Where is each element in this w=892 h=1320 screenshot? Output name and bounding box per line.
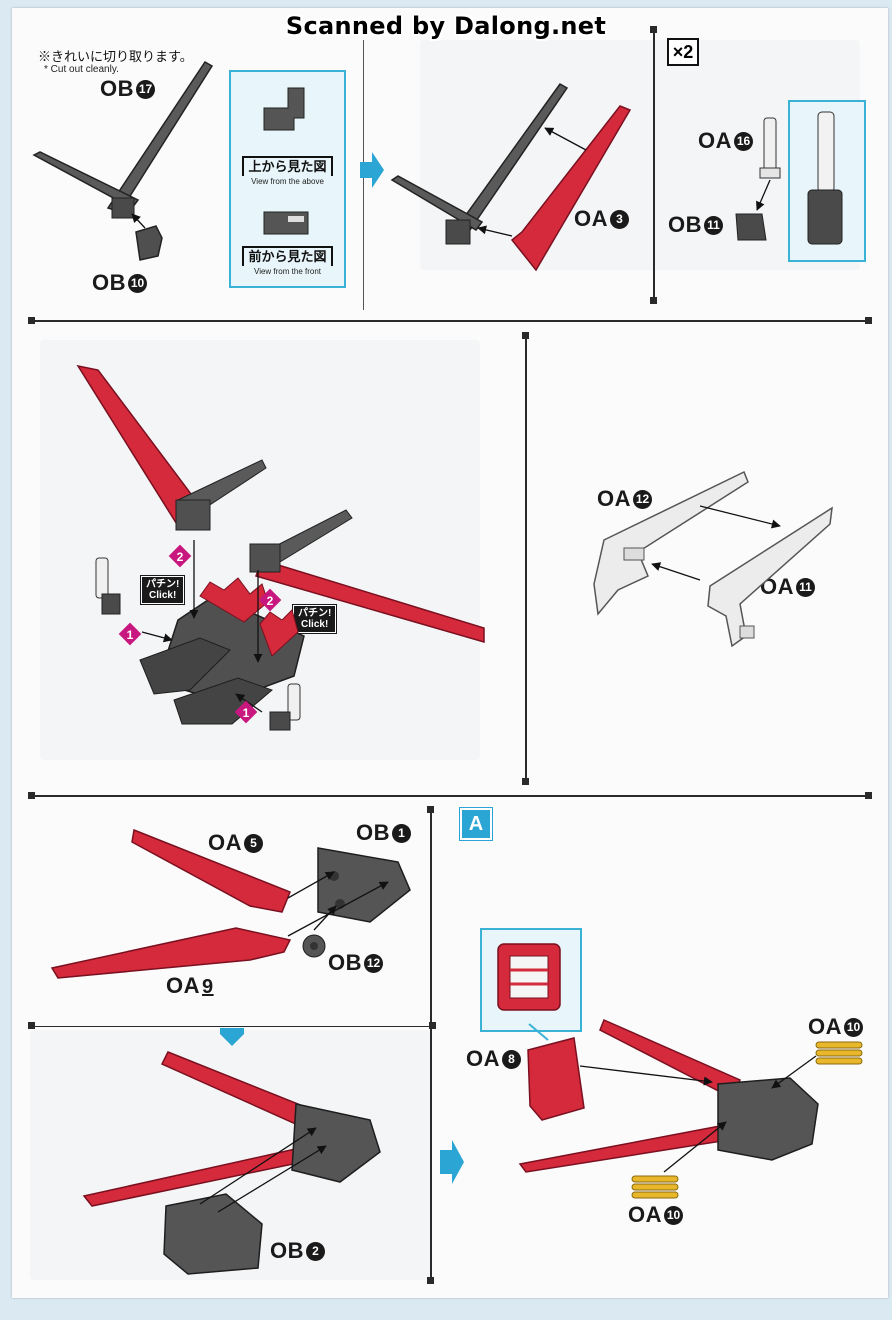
booster-body: [139, 577, 305, 725]
view-front-jp: 前から見た図: [242, 246, 333, 266]
wing-right-upper: [249, 509, 485, 643]
view-front-caption: 前から見た図 View from the front: [237, 246, 338, 276]
cut-note-jp: ※きれいに切り取ります。: [38, 49, 193, 64]
spring-bottom: [631, 1175, 679, 1199]
order-num-1: 1: [127, 628, 134, 642]
column-divider: [522, 332, 529, 785]
section-divider: [28, 792, 872, 799]
part-oa16: [759, 117, 781, 179]
sub-step-badge: A: [460, 808, 492, 840]
order-num-1: 1: [243, 706, 250, 720]
order-badge-2-right: [258, 588, 282, 612]
wing-left-upper: [76, 364, 267, 531]
part-ob10: [135, 225, 163, 261]
spring-top: [815, 1041, 863, 1065]
part-oa9: [50, 927, 292, 979]
column-divider: [427, 806, 434, 1284]
column-divider: [650, 26, 657, 304]
order-num-2: 2: [267, 594, 274, 608]
next-step-arrow: [440, 1140, 464, 1184]
down-step-arrow: [220, 1028, 244, 1046]
quantity-badge: ×2: [667, 38, 699, 66]
view-front-shape: [263, 211, 309, 235]
closeup-peg: [807, 111, 843, 245]
wing-assembly-2: [82, 1051, 381, 1207]
part-oa12: [593, 470, 749, 616]
oa8-detail-shape: [497, 943, 561, 1011]
view-top-caption: 上から見た図 View from the above: [237, 156, 338, 186]
part-oa5: [131, 828, 291, 913]
view-top-shape: [263, 87, 305, 131]
part-ob17: [32, 61, 214, 219]
click-tag-left: パチン!Click!: [141, 576, 185, 604]
view-top-en: View from the above: [251, 177, 324, 186]
next-step-arrow: [360, 152, 384, 188]
order-num-2: 2: [177, 550, 184, 564]
part-ob2: [163, 1193, 263, 1275]
view-top-jp: 上から見た図: [242, 156, 333, 176]
part-ob17-assembled: [390, 83, 569, 245]
part-oa3: [510, 105, 632, 272]
scan-credit: Scanned by Dalong.net: [285, 12, 607, 40]
part-ob12: [302, 934, 326, 958]
peg-left: [95, 557, 121, 615]
callout-pointer: [528, 1023, 549, 1041]
cut-note-en: * Cut out cleanly.: [44, 64, 119, 75]
peg-right: [269, 683, 301, 731]
part-oa11: [707, 506, 833, 648]
sub-divider: [28, 1022, 436, 1029]
part-ob11: [735, 213, 767, 241]
view-front-en: View from the front: [254, 267, 321, 276]
part-oa8: [527, 1037, 585, 1121]
section-divider: [28, 317, 872, 324]
